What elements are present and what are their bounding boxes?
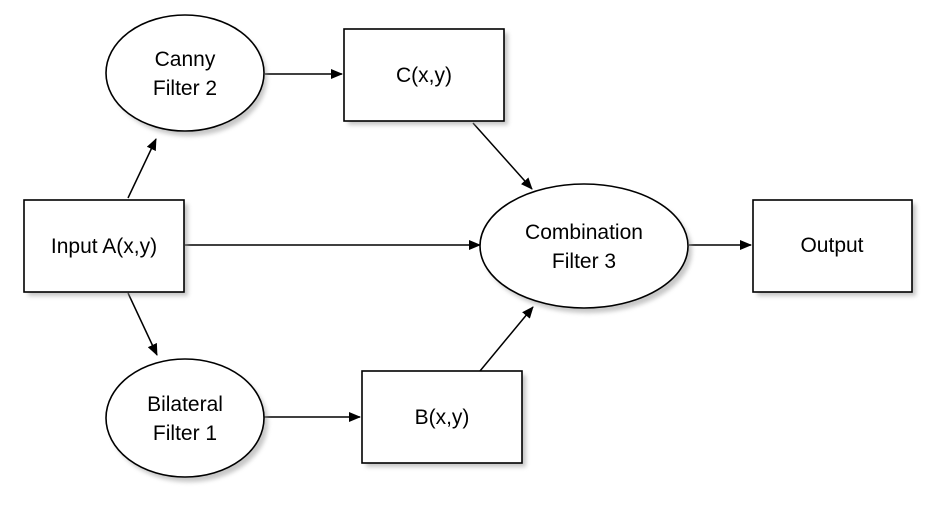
node-c-xy: C(x,y) bbox=[343, 28, 508, 125]
node-input: Input A(x,y) bbox=[23, 199, 188, 296]
node-b-xy: B(x,y) bbox=[361, 370, 526, 467]
node-canny-filter: Canny Filter 2 bbox=[105, 14, 267, 136]
canny-label-line1: Canny bbox=[155, 48, 216, 71]
combination-label-line1: Combination bbox=[525, 221, 643, 244]
edge-bxy-to-combination bbox=[479, 306, 534, 372]
edges bbox=[127, 69, 752, 422]
node-output: Output bbox=[752, 199, 916, 296]
input-label: Input A(x,y) bbox=[51, 235, 157, 258]
bilateral-label-line2: Filter 1 bbox=[153, 422, 217, 445]
node-bilateral-filter: Bilateral Filter 1 bbox=[105, 358, 268, 482]
node-combination-filter: Combination Filter 3 bbox=[479, 183, 692, 313]
edge-input-to-canny bbox=[127, 138, 157, 199]
combination-label-line2: Filter 3 bbox=[552, 250, 616, 273]
edge-input-to-bilateral bbox=[127, 292, 158, 356]
canny-label-line2: Filter 2 bbox=[153, 77, 217, 100]
edge-cxy-to-combination bbox=[472, 122, 533, 190]
b-xy-label: B(x,y) bbox=[415, 406, 470, 429]
output-label: Output bbox=[800, 234, 863, 257]
c-xy-label: C(x,y) bbox=[396, 64, 452, 87]
bilateral-label-line1: Bilateral bbox=[147, 393, 223, 416]
